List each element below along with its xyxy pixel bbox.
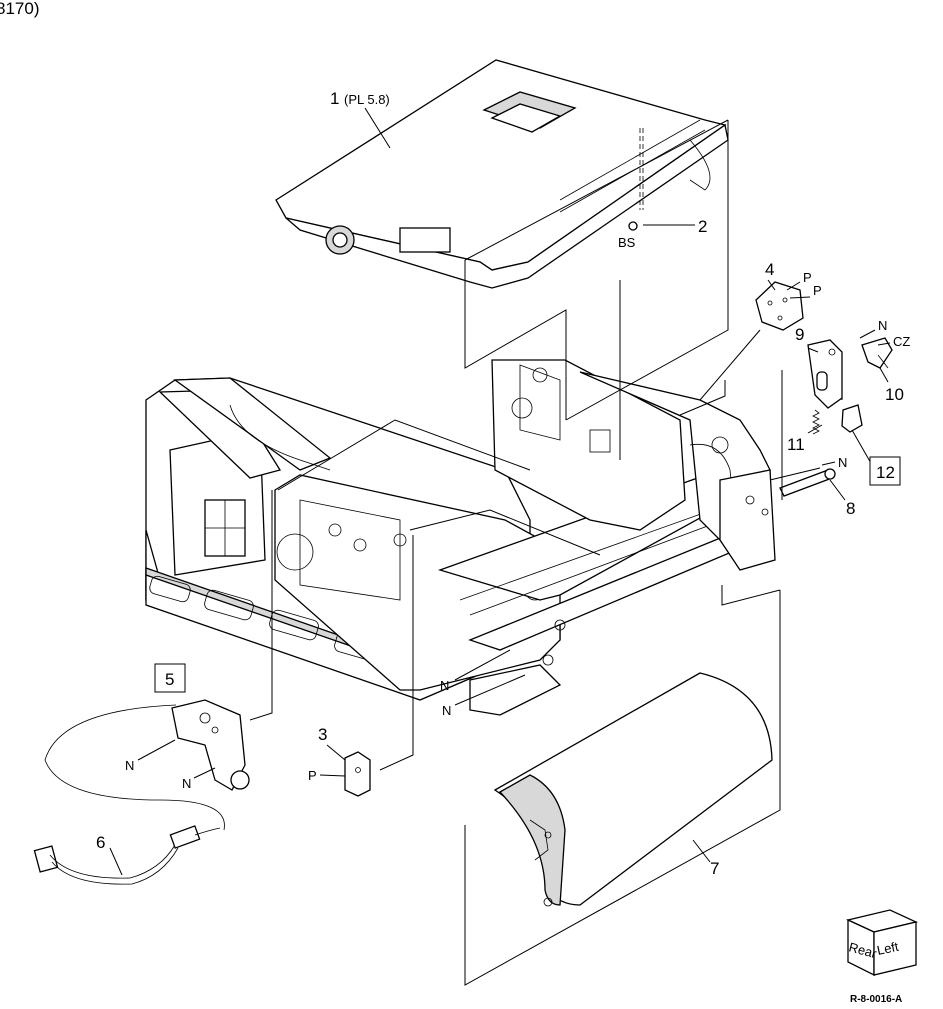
callout-5-n-b: N (182, 776, 191, 791)
callout-8-code: N (838, 455, 847, 470)
callout-5-box (154, 663, 186, 693)
callout-5-n-a: N (125, 758, 134, 773)
callout-8: 8 (846, 499, 855, 518)
part-4-plate (755, 281, 804, 331)
callout-12-box (869, 456, 901, 486)
orientation-rear-label: Rear (847, 939, 879, 961)
callout-center-n-b: N (442, 703, 451, 718)
callout-10-code-n: N (878, 318, 887, 333)
part-9-bracket (807, 339, 843, 409)
callout-10: 10 (885, 385, 904, 404)
callout-labels: 1 (PL 5.8) 2 BS 4 P P 9 N CZ 10 11 12 N … (96, 89, 910, 878)
callout-3: 3 (318, 725, 327, 744)
callout-9: 9 (795, 325, 804, 344)
callout-1-ref: (PL 5.8) (344, 92, 390, 107)
callout-3-code: P (308, 768, 317, 783)
part-12-sensor (841, 404, 863, 433)
orientation-cube: Rear Left (846, 909, 918, 977)
part-10-latch (861, 337, 893, 369)
part-11-spring (812, 409, 820, 435)
callout-4: 4 (765, 260, 774, 279)
callout-4-code-b: P (813, 283, 822, 298)
callout-center-n-a: N (440, 678, 449, 693)
callout-2: 2 (698, 217, 707, 236)
callout-11: 11 (787, 435, 805, 454)
callout-4-code-a: P (803, 270, 812, 285)
part-2-screw (628, 221, 638, 231)
part-3-bracket (344, 751, 371, 797)
orientation-left-label: Left (876, 939, 901, 958)
main-frame-assembly (145, 359, 776, 716)
callout-5: 5 (165, 670, 174, 689)
part-7-curved-cover (493, 672, 773, 907)
leader-lines (109, 107, 891, 876)
part-8-shaft (779, 468, 836, 497)
callout-12: 12 (876, 463, 895, 482)
alignment-frames (277, 119, 781, 986)
callout-7: 7 (710, 859, 719, 878)
callout-10-code-cz: CZ (893, 334, 910, 349)
callout-1: 1 (330, 89, 339, 108)
part-5-sensor-assembly (44, 699, 250, 831)
figure-id: R-8-0016-A (850, 994, 902, 1005)
callout-6: 6 (96, 833, 105, 852)
header-partial-text: 8170) (0, 0, 39, 18)
part-1-tray-cover (275, 59, 729, 289)
callout-2-code: BS (618, 235, 636, 250)
part-6-harness (33, 825, 221, 885)
